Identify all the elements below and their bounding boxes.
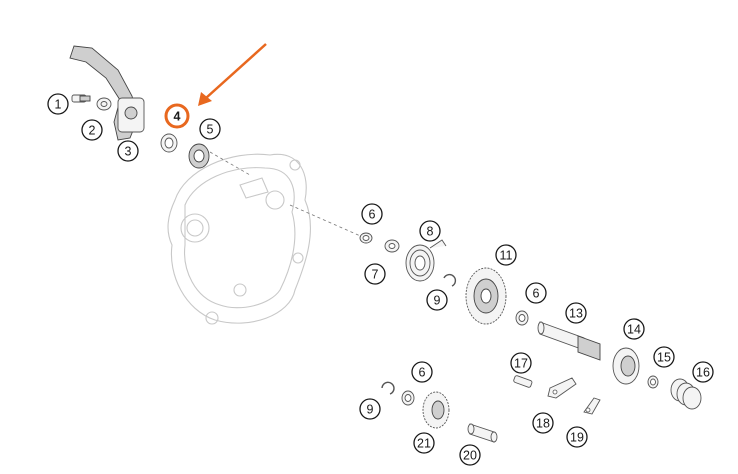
callout-number: 3 xyxy=(125,145,132,159)
stop-plate xyxy=(583,397,601,415)
callout-number: 14 xyxy=(627,323,641,337)
callout-circle xyxy=(653,346,675,368)
callout-number: 6 xyxy=(419,366,426,380)
washer xyxy=(401,390,415,406)
callout-number: 4 xyxy=(174,110,181,124)
callout-number: 6 xyxy=(369,208,376,222)
compression-spring xyxy=(670,378,702,410)
callout-number: 9 xyxy=(367,403,374,417)
callout-16: 16 xyxy=(692,361,714,383)
callout-2: 2 xyxy=(81,119,103,141)
bolt xyxy=(71,94,91,103)
callout-number: 16 xyxy=(696,366,710,380)
guide-plate xyxy=(547,377,577,399)
callout-7: 7 xyxy=(364,263,386,285)
torsion-spring xyxy=(405,239,447,282)
callout-1: 1 xyxy=(47,93,69,115)
callout-circle xyxy=(359,398,381,420)
callout-21: 21 xyxy=(413,432,435,454)
callout-circle xyxy=(510,352,532,374)
callout-number: 11 xyxy=(500,249,513,263)
callout-3: 3 xyxy=(117,140,139,162)
callout-17: 17 xyxy=(510,352,532,374)
callout-number: 20 xyxy=(463,449,477,463)
washer xyxy=(515,310,529,326)
kick-gear xyxy=(465,267,507,325)
callout-circle xyxy=(199,118,221,140)
callout-6: 6 xyxy=(361,203,383,225)
callout-circle xyxy=(411,361,433,383)
callout-circle xyxy=(117,140,139,162)
callout-circle xyxy=(459,444,481,466)
callout-number: 2 xyxy=(89,124,96,138)
callout-15: 15 xyxy=(653,346,675,368)
callout-number: 18 xyxy=(536,417,550,431)
seal-ring xyxy=(160,133,178,153)
callout-circle xyxy=(419,220,441,242)
callout-19: 19 xyxy=(566,426,588,448)
callout-number: 21 xyxy=(417,437,431,451)
callout-6: 6 xyxy=(525,282,547,304)
intermediate-gear xyxy=(422,391,450,429)
callout-number: 8 xyxy=(427,225,434,239)
callout-circle xyxy=(364,263,386,285)
kickstart-lever xyxy=(69,45,145,141)
engine-cover xyxy=(167,153,312,325)
callout-number: 17 xyxy=(514,357,528,371)
washer xyxy=(96,97,112,111)
callout-9: 9 xyxy=(426,289,448,311)
callout-circle xyxy=(692,361,714,383)
callout-circle xyxy=(164,103,190,129)
callout-5: 5 xyxy=(199,118,221,140)
screw xyxy=(513,375,533,388)
callout-14: 14 xyxy=(623,318,645,340)
callout-number: 5 xyxy=(207,123,214,137)
callout-circle xyxy=(525,282,547,304)
callout-circle xyxy=(532,412,554,434)
callout-circle xyxy=(81,119,103,141)
washer xyxy=(647,375,659,389)
kick-shaft xyxy=(537,321,601,361)
callout-circle xyxy=(426,289,448,311)
callout-number: 13 xyxy=(569,307,583,321)
callout-circle xyxy=(361,203,383,225)
callout-11: 11 xyxy=(495,244,517,266)
callout-8: 8 xyxy=(419,220,441,242)
circlip xyxy=(381,381,395,395)
callout-circle xyxy=(495,244,517,266)
callout-circle xyxy=(566,426,588,448)
circlip xyxy=(443,273,457,287)
intermediate-shaft xyxy=(467,423,498,443)
callout-number: 1 xyxy=(55,98,62,112)
callout-circle xyxy=(413,432,435,454)
assembly-axes xyxy=(209,151,366,239)
callout-number: 6 xyxy=(533,287,540,301)
callout-13: 13 xyxy=(565,302,587,324)
ratchet-gear xyxy=(612,347,640,385)
callout-18: 18 xyxy=(532,412,554,434)
bushing xyxy=(384,239,400,253)
callout-number: 9 xyxy=(434,294,441,308)
callout-6: 6 xyxy=(411,361,433,383)
callout-number: 15 xyxy=(657,351,671,365)
callout-circle xyxy=(565,302,587,324)
callout-labels: 1 2 3 4 5 6 7 8 9 11 6 13 14 15 16 17 6 9 18 19 21 20 xyxy=(47,93,714,466)
highlight-arrow xyxy=(198,43,267,106)
callout-4: 4 xyxy=(164,103,190,129)
callout-circle xyxy=(623,318,645,340)
washer xyxy=(359,232,373,244)
callout-9: 9 xyxy=(359,398,381,420)
shaft-seal xyxy=(188,143,210,169)
callout-20: 20 xyxy=(459,444,481,466)
callout-number: 7 xyxy=(372,268,379,282)
callout-circle xyxy=(47,93,69,115)
callout-number: 19 xyxy=(570,431,584,445)
